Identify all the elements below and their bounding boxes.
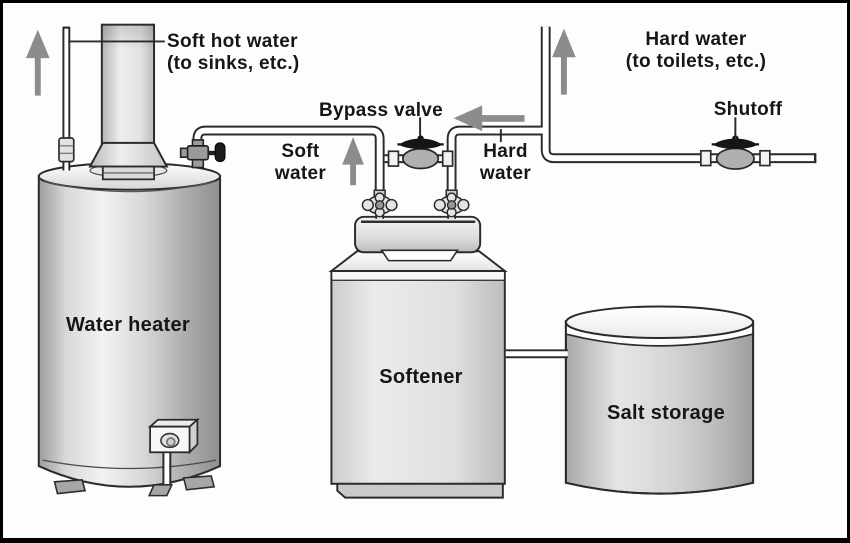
label-line: Salt storage — [606, 402, 726, 424]
coupling-lobe — [457, 198, 470, 212]
label-line: (to sinks, etc.) — [167, 53, 300, 74]
salt-storage-rim-line — [565, 333, 754, 347]
label-line: Hard — [483, 141, 528, 162]
label-line: Water heater — [65, 314, 190, 336]
soft-water-pipe — [194, 127, 383, 199]
softener-body — [330, 270, 506, 485]
valve-body — [715, 147, 755, 170]
label-line: Bypass valve — [318, 100, 444, 121]
coupling-lobe — [385, 198, 398, 212]
valve-body — [186, 145, 210, 161]
valve-stem — [208, 150, 216, 156]
softener-lid-notch — [380, 249, 459, 262]
valve-flange-left — [387, 150, 400, 167]
label-line: Softener — [379, 366, 463, 388]
label-line: Shutoff — [713, 99, 783, 120]
water-heater — [37, 23, 222, 495]
valve-handle — [713, 138, 758, 149]
salt-storage-outline — [564, 320, 755, 495]
valve-flange-left — [700, 149, 712, 167]
water-heater-foot-right — [182, 475, 216, 491]
softener-base — [336, 482, 504, 499]
water-heater-bottom-seam — [42, 459, 217, 470]
softener-tank — [328, 215, 508, 499]
arrow-shaft — [480, 115, 525, 122]
softener-top-band — [332, 271, 504, 280]
control-knob-dial — [165, 437, 176, 447]
fitting-body — [58, 137, 75, 163]
outlet-pipe-fitting — [58, 137, 75, 163]
label-line: (to toilets, etc.) — [625, 51, 767, 72]
water-heater-top-lip — [42, 180, 217, 193]
flow-arrows — [25, 28, 576, 186]
label-water-heater: Water heater — [28, 314, 228, 336]
salt-storage-top — [564, 305, 755, 339]
label-line: Hard water — [645, 29, 747, 50]
valve-flange-right — [441, 150, 454, 167]
salt-storage-tank — [564, 305, 755, 495]
up-arrow-hard-water-icon — [552, 28, 576, 95]
arrow-shaft — [560, 55, 567, 95]
arrow-head — [25, 29, 50, 59]
arrow-head — [342, 136, 364, 165]
arrow-head — [552, 28, 576, 58]
label-hard-water-out: Hard water (to toilets, etc.) — [596, 29, 796, 73]
shutoff-valve — [700, 135, 771, 170]
flue-pipe-shading — [102, 25, 154, 50]
left-arrow-hard-water-icon — [453, 105, 525, 132]
coupling-center — [374, 200, 385, 210]
coupling-lobe — [433, 198, 446, 212]
valve-handle-hub — [417, 135, 424, 142]
label-line: Soft — [281, 141, 320, 162]
plumbing-diagram — [25, 23, 817, 499]
label-softener: Softener — [321, 366, 521, 388]
valve-flange-right — [759, 149, 771, 167]
bypass-valve — [387, 135, 454, 170]
leader-lines — [68, 40, 737, 142]
label-line: Soft hot water — [167, 31, 298, 52]
heater-inlet-valve — [179, 139, 226, 169]
drain-pipe-foot — [147, 484, 174, 497]
softener-inlet-coupling — [433, 189, 470, 218]
label-soft-water: Soft water — [253, 141, 348, 185]
water-heater-foot-left — [53, 479, 87, 495]
valve-knob — [214, 142, 226, 163]
label-line: water — [274, 163, 327, 184]
coupling-center — [446, 200, 457, 210]
arrow-shaft — [34, 56, 41, 96]
label-salt-storage: Salt storage — [566, 402, 766, 424]
label-hard-water-in: Hard water — [458, 141, 553, 185]
label-bypass-valve: Bypass valve — [306, 100, 456, 122]
label-shutoff: Shutoff — [698, 99, 798, 121]
hard-water-branch-pipe — [448, 127, 545, 199]
valve-body — [401, 147, 440, 170]
control-box — [147, 417, 200, 455]
coupling-lobe — [361, 198, 375, 212]
arrow-shaft — [350, 162, 357, 186]
up-arrow-soft-water-icon — [342, 136, 364, 186]
arrow-head — [453, 105, 483, 132]
draft-hood-cone — [88, 141, 169, 168]
label-soft-hot-water: Soft hot water (to sinks, etc.) — [167, 31, 300, 75]
hard-water-main-pipe — [542, 26, 817, 162]
softener-outlet-coupling — [361, 189, 398, 218]
up-arrow-soft-hot-water-icon — [25, 29, 50, 96]
valve-handle — [399, 138, 442, 149]
label-line: water — [479, 163, 532, 184]
